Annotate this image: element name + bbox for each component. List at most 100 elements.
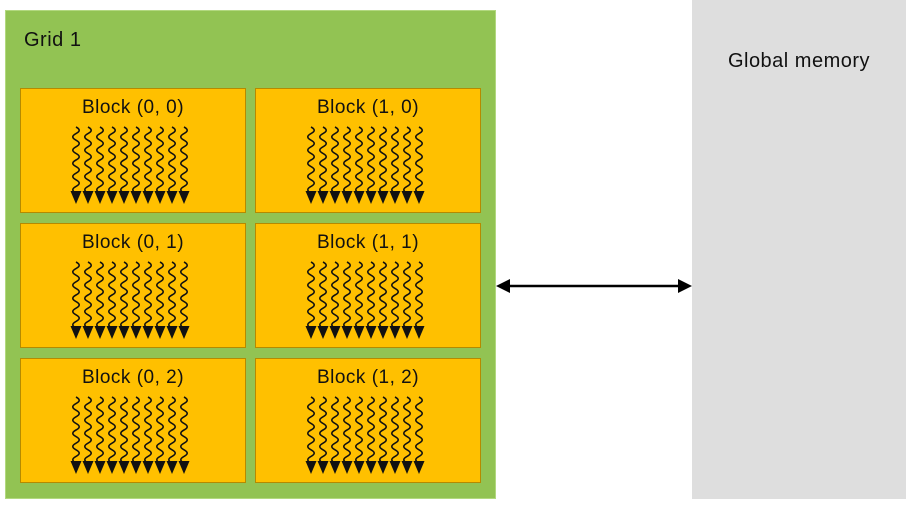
thread-arrowhead-icon bbox=[317, 461, 329, 474]
thread-wave bbox=[355, 126, 363, 194]
thread-wave bbox=[120, 126, 128, 194]
thread-arrowhead-icon bbox=[305, 461, 317, 474]
thread-wave bbox=[367, 261, 375, 329]
thread-arrowhead-icon bbox=[178, 461, 190, 474]
thread-arrowhead-icon bbox=[329, 191, 341, 204]
thread-wave bbox=[84, 126, 92, 194]
thread-wave bbox=[403, 396, 411, 464]
block-label: Block (0, 1) bbox=[81, 232, 185, 253]
thread-wave bbox=[379, 261, 387, 329]
thread-wave bbox=[403, 261, 411, 329]
thread-arrowhead-icon bbox=[130, 191, 142, 204]
thread-arrowhead-icon bbox=[166, 461, 178, 474]
thread-arrowhead-icon bbox=[365, 461, 377, 474]
thread-wave bbox=[156, 261, 164, 329]
thread-arrowhead-icon bbox=[106, 191, 118, 204]
thread-wave bbox=[379, 396, 387, 464]
thread-arrowhead-icon bbox=[365, 191, 377, 204]
thread-wave bbox=[415, 126, 423, 194]
thread-arrowhead-icon bbox=[305, 191, 317, 204]
thread-arrowhead-icon bbox=[341, 191, 353, 204]
thread-arrowhead-icon bbox=[178, 191, 190, 204]
thread-wave bbox=[391, 396, 399, 464]
thread-arrowhead-icon bbox=[329, 461, 341, 474]
thread-wave bbox=[343, 396, 351, 464]
thread-arrowhead-icon bbox=[178, 326, 190, 339]
thread-wave bbox=[108, 126, 116, 194]
block-label: Block (1, 2) bbox=[316, 367, 420, 388]
thread-wave bbox=[108, 396, 116, 464]
thread-arrowhead-icon bbox=[142, 191, 154, 204]
thread-wave bbox=[319, 126, 327, 194]
threads-icon bbox=[70, 261, 190, 339]
thread-arrowhead-icon bbox=[377, 461, 389, 474]
thread-wave bbox=[367, 396, 375, 464]
thread-arrowhead-icon bbox=[401, 191, 413, 204]
thread-wave bbox=[156, 126, 164, 194]
thread-arrowhead-icon bbox=[401, 461, 413, 474]
thread-wave bbox=[96, 126, 104, 194]
thread-wave bbox=[144, 261, 152, 329]
thread-wave bbox=[391, 261, 399, 329]
thread-wave bbox=[180, 396, 188, 464]
thread-wave bbox=[108, 261, 116, 329]
thread-wave bbox=[307, 261, 315, 329]
thread-arrowhead-icon bbox=[377, 326, 389, 339]
thread-arrowhead-icon bbox=[413, 326, 425, 339]
thread-arrowhead-icon bbox=[154, 326, 166, 339]
threads-icon bbox=[305, 261, 425, 339]
thread-arrowhead-icon bbox=[130, 461, 142, 474]
thread-wave bbox=[156, 396, 164, 464]
thread-arrowhead-icon bbox=[94, 191, 106, 204]
thread-arrowhead-icon bbox=[353, 326, 365, 339]
thread-wave bbox=[120, 261, 128, 329]
block-label: Block (0, 0) bbox=[81, 97, 185, 118]
thread-wave bbox=[144, 126, 152, 194]
thread-arrowhead-icon bbox=[413, 191, 425, 204]
block-1-1: Block (1, 1) bbox=[255, 223, 481, 348]
thread-arrowhead-icon bbox=[389, 191, 401, 204]
thread-arrowhead-icon bbox=[353, 461, 365, 474]
thread-wave bbox=[403, 126, 411, 194]
thread-arrowhead-icon bbox=[70, 326, 82, 339]
thread-arrowhead-icon bbox=[82, 326, 94, 339]
thread-wave bbox=[180, 261, 188, 329]
thread-wave bbox=[96, 261, 104, 329]
thread-wave bbox=[132, 396, 140, 464]
grid-title: Grid 1 bbox=[24, 29, 82, 51]
block-label: Block (1, 1) bbox=[316, 232, 420, 253]
thread-arrowhead-icon bbox=[94, 461, 106, 474]
grid-1: Grid 1 Block (0, 0) Block (1, 0) Block (… bbox=[5, 10, 496, 499]
thread-arrowhead-icon bbox=[389, 326, 401, 339]
thread-wave bbox=[72, 261, 80, 329]
thread-wave bbox=[355, 396, 363, 464]
thread-wave bbox=[379, 126, 387, 194]
thread-arrowhead-icon bbox=[70, 461, 82, 474]
thread-arrowhead-icon bbox=[106, 326, 118, 339]
memory-label: Global memory bbox=[727, 50, 871, 72]
block-0-0: Block (0, 0) bbox=[20, 88, 246, 213]
block-label: Block (1, 0) bbox=[316, 97, 420, 118]
threads-icon bbox=[70, 396, 190, 474]
thread-wave bbox=[367, 126, 375, 194]
threads-icon bbox=[305, 126, 425, 204]
thread-wave bbox=[355, 261, 363, 329]
thread-wave bbox=[168, 126, 176, 194]
thread-wave bbox=[415, 396, 423, 464]
thread-wave bbox=[144, 396, 152, 464]
thread-wave bbox=[180, 126, 188, 194]
threads-icon bbox=[70, 126, 190, 204]
thread-wave bbox=[343, 126, 351, 194]
thread-wave bbox=[72, 396, 80, 464]
block-0-1: Block (0, 1) bbox=[20, 223, 246, 348]
thread-wave bbox=[319, 396, 327, 464]
thread-wave bbox=[331, 126, 339, 194]
thread-arrowhead-icon bbox=[82, 191, 94, 204]
thread-wave bbox=[84, 261, 92, 329]
thread-wave bbox=[168, 396, 176, 464]
thread-wave bbox=[168, 261, 176, 329]
thread-arrowhead-icon bbox=[305, 326, 317, 339]
thread-arrowhead-icon bbox=[118, 461, 130, 474]
thread-arrowhead-icon bbox=[154, 191, 166, 204]
thread-wave bbox=[307, 126, 315, 194]
